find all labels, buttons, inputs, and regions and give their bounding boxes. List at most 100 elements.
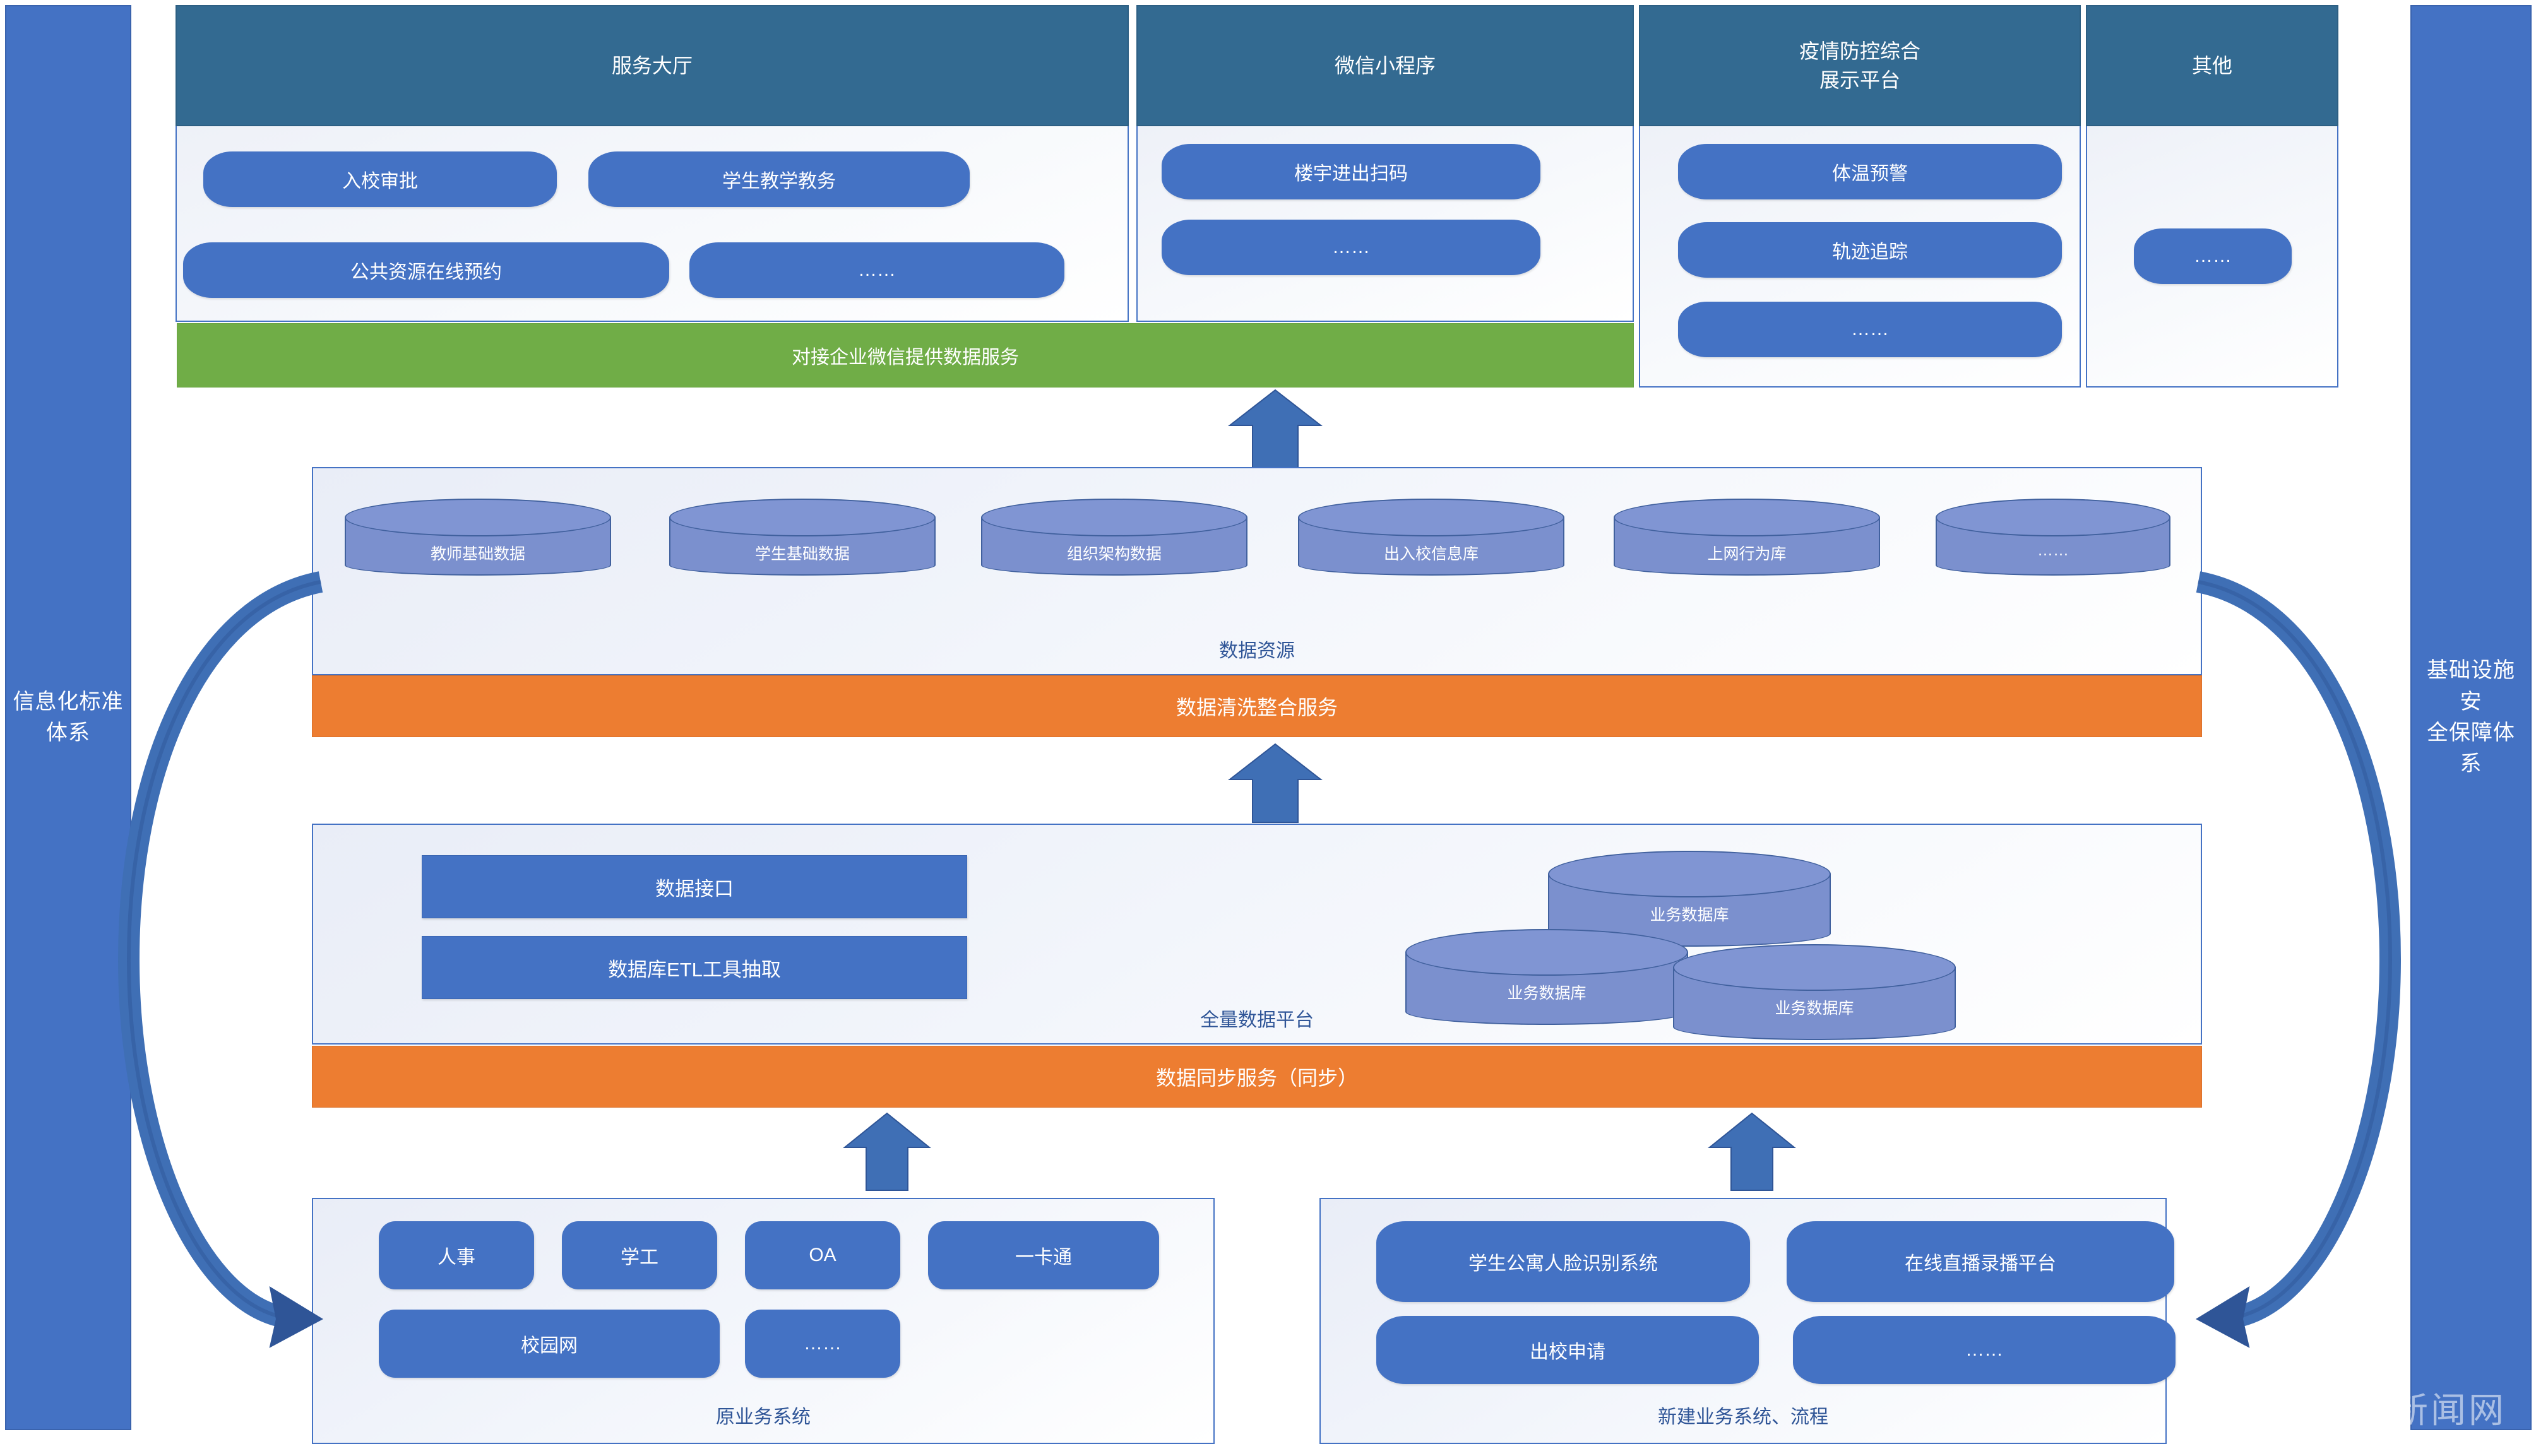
cylinder-label: 教师基础数据 (430, 545, 525, 563)
sidebar-right-infrastructure: 基础设施安 全保障体系 (2410, 5, 2532, 1430)
legacy-item-more-label: …… (804, 1333, 842, 1354)
arrow-curved-left-feedback (117, 568, 335, 1351)
channel-title-service-hall: 服务大厅 (611, 54, 693, 77)
cylinder-label: 业务数据库 (1775, 1000, 1854, 1017)
legacy-item-campus-card[interactable]: 一卡通 (928, 1221, 1159, 1289)
data-sync-bar-label: 数据同步服务（同步） (1155, 1067, 1358, 1089)
legacy-item-student-affairs[interactable]: 学工 (562, 1221, 717, 1289)
data-cleansing-bar-label: 数据清洗整合服务 (1176, 696, 1338, 719)
cylinder-top (345, 499, 611, 536)
data-resource-panel-label: 数据资源 (1219, 641, 1295, 661)
legacy-item-more[interactable]: …… (745, 1310, 900, 1378)
channel-header-service-hall: 服务大厅 (176, 5, 1129, 126)
data-resource-panel: 数据资源 (312, 467, 2202, 675)
legacy-item-campus-network[interactable]: 校园网 (379, 1310, 720, 1378)
cylinder-top (1936, 499, 2170, 536)
new-item-live-streaming-platform-label: 在线直播录播平台 (1905, 1253, 2056, 1274)
channel-header-wechat-miniapp: 微信小程序 (1136, 5, 1634, 126)
cylinder-top (1614, 499, 1880, 536)
cylinder-label: 组织架构数据 (1066, 545, 1162, 563)
wechat-item-more-label: …… (1332, 237, 1370, 257)
legacy-item-oa-label: OA (809, 1245, 836, 1265)
service-item-student-academic[interactable]: 学生教学教务 (588, 151, 970, 207)
arrow-data-to-service (1225, 388, 1326, 470)
new-item-more[interactable]: …… (1793, 1316, 2176, 1384)
cylinder-label: 业务数据库 (1650, 906, 1729, 924)
new-item-dorm-face-recognition-label: 学生公寓人脸识别系统 (1468, 1253, 1658, 1274)
database-etl-box-label: 数据库ETL工具抽取 (608, 958, 781, 981)
cylinder-more-data: …… (1936, 499, 2170, 576)
data-interface-box[interactable]: 数据接口 (422, 855, 967, 918)
cylinder-internet-behavior: 上网行为库 (1614, 499, 1880, 576)
legacy-item-campus-network-label: 校园网 (521, 1335, 578, 1356)
sidebar-left-line1: 信息化标准 (13, 689, 124, 714)
sidebar-right-line2: 全保障体系 (2427, 721, 2515, 776)
epidemic-item-trace-tracking[interactable]: 轨迹追踪 (1678, 222, 2062, 278)
legacy-item-hr-label: 人事 (438, 1247, 475, 1268)
service-item-entry-approval[interactable]: 入校审批 (203, 151, 557, 207)
cylinder-label: 业务数据库 (1507, 985, 1586, 1002)
cylinder-label: …… (2037, 542, 2069, 559)
legacy-systems-panel-label: 原业务系统 (716, 1407, 811, 1428)
new-systems-panel-label: 新建业务系统、流程 (1658, 1407, 1828, 1428)
service-item-student-academic-label: 学生教学教务 (722, 171, 836, 192)
watermark-news: 新闻网 (2393, 1390, 2506, 1431)
epidemic-item-more[interactable]: …… (1678, 302, 2062, 357)
channel-header-epidemic-platform: 疫情防控综合 展示平台 (1639, 5, 2081, 126)
sidebar-left-standards: 信息化标准 体系 (5, 5, 131, 1430)
service-item-public-resource-booking-label: 公共资源在线预约 (350, 262, 502, 283)
database-etl-box[interactable]: 数据库ETL工具抽取 (422, 936, 967, 999)
legacy-item-hr[interactable]: 人事 (379, 1221, 534, 1289)
new-item-exit-application[interactable]: 出校申请 (1376, 1316, 1759, 1384)
wechat-data-service-bar: 对接企业微信提供数据服务 (177, 323, 1634, 388)
service-item-more[interactable]: …… (689, 242, 1064, 298)
legacy-item-campus-card-label: 一卡通 (1015, 1247, 1072, 1268)
channel-title-other: 其他 (2191, 54, 2232, 77)
cylinder-business-db-right: 业务数据库 (1673, 944, 1956, 1040)
cylinder-business-db-left: 业务数据库 (1405, 929, 1688, 1025)
other-item-more-label: …… (2194, 246, 2232, 266)
epidemic-item-more-label: …… (1851, 319, 1889, 340)
wechat-item-building-scan-label: 楼宇进出扫码 (1294, 163, 1408, 184)
service-item-public-resource-booking[interactable]: 公共资源在线预约 (183, 242, 669, 298)
legacy-item-oa[interactable]: OA (745, 1221, 900, 1289)
new-item-dorm-face-recognition[interactable]: 学生公寓人脸识别系统 (1376, 1221, 1750, 1302)
cylinder-label: 学生基础数据 (754, 545, 850, 563)
epidemic-item-trace-tracking-label: 轨迹追踪 (1832, 242, 1908, 263)
full-data-platform-panel-label: 全量数据平台 (1200, 1010, 1314, 1031)
arrow-legacy-to-sync (840, 1111, 934, 1192)
service-item-entry-approval-label: 入校审批 (342, 171, 418, 192)
cylinder-top (981, 499, 1247, 536)
cylinder-label: 出入校信息库 (1383, 545, 1479, 563)
service-item-more-label: …… (858, 259, 896, 280)
epidemic-item-temperature-alert[interactable]: 体温预警 (1678, 144, 2062, 199)
sidebar-left-line2: 体系 (46, 721, 90, 745)
arrow-platform-to-cleansing (1225, 742, 1326, 824)
cylinder-org-structure-data: 组织架构数据 (981, 499, 1247, 576)
wechat-data-service-bar-label: 对接企业微信提供数据服务 (792, 347, 1019, 368)
arrow-curved-right-feedback (2184, 568, 2402, 1351)
cylinder-label: 上网行为库 (1707, 545, 1787, 563)
new-item-more-label: …… (1965, 1339, 2003, 1360)
channel-title-epidemic-line1: 疫情防控综合 (1799, 39, 1920, 62)
cylinder-teacher-basic-data: 教师基础数据 (345, 499, 611, 576)
new-item-live-streaming-platform[interactable]: 在线直播录播平台 (1787, 1221, 2174, 1302)
sidebar-right-line1: 基础设施安 (2427, 658, 2515, 714)
cylinder-top (1673, 944, 1956, 991)
new-item-exit-application-label: 出校申请 (1530, 1342, 1605, 1363)
cylinder-top (1298, 499, 1564, 536)
cylinder-campus-access-info: 出入校信息库 (1298, 499, 1564, 576)
epidemic-item-temperature-alert-label: 体温预警 (1832, 163, 1908, 184)
channel-header-other: 其他 (2086, 5, 2338, 126)
cylinder-top (1548, 851, 1831, 897)
wechat-item-building-scan[interactable]: 楼宇进出扫码 (1162, 144, 1540, 199)
other-item-more[interactable]: …… (2134, 228, 2292, 284)
data-sync-bar: 数据同步服务（同步） (312, 1046, 2202, 1108)
data-cleansing-bar: 数据清洗整合服务 (312, 675, 2202, 737)
cylinder-top (1405, 929, 1688, 976)
channel-title-wechat-miniapp: 微信小程序 (1334, 54, 1436, 77)
arrow-new-systems-to-sync (1705, 1111, 1799, 1192)
cylinder-top (669, 499, 936, 536)
legacy-item-student-affairs-label: 学工 (621, 1247, 658, 1268)
wechat-item-more[interactable]: …… (1162, 220, 1540, 275)
